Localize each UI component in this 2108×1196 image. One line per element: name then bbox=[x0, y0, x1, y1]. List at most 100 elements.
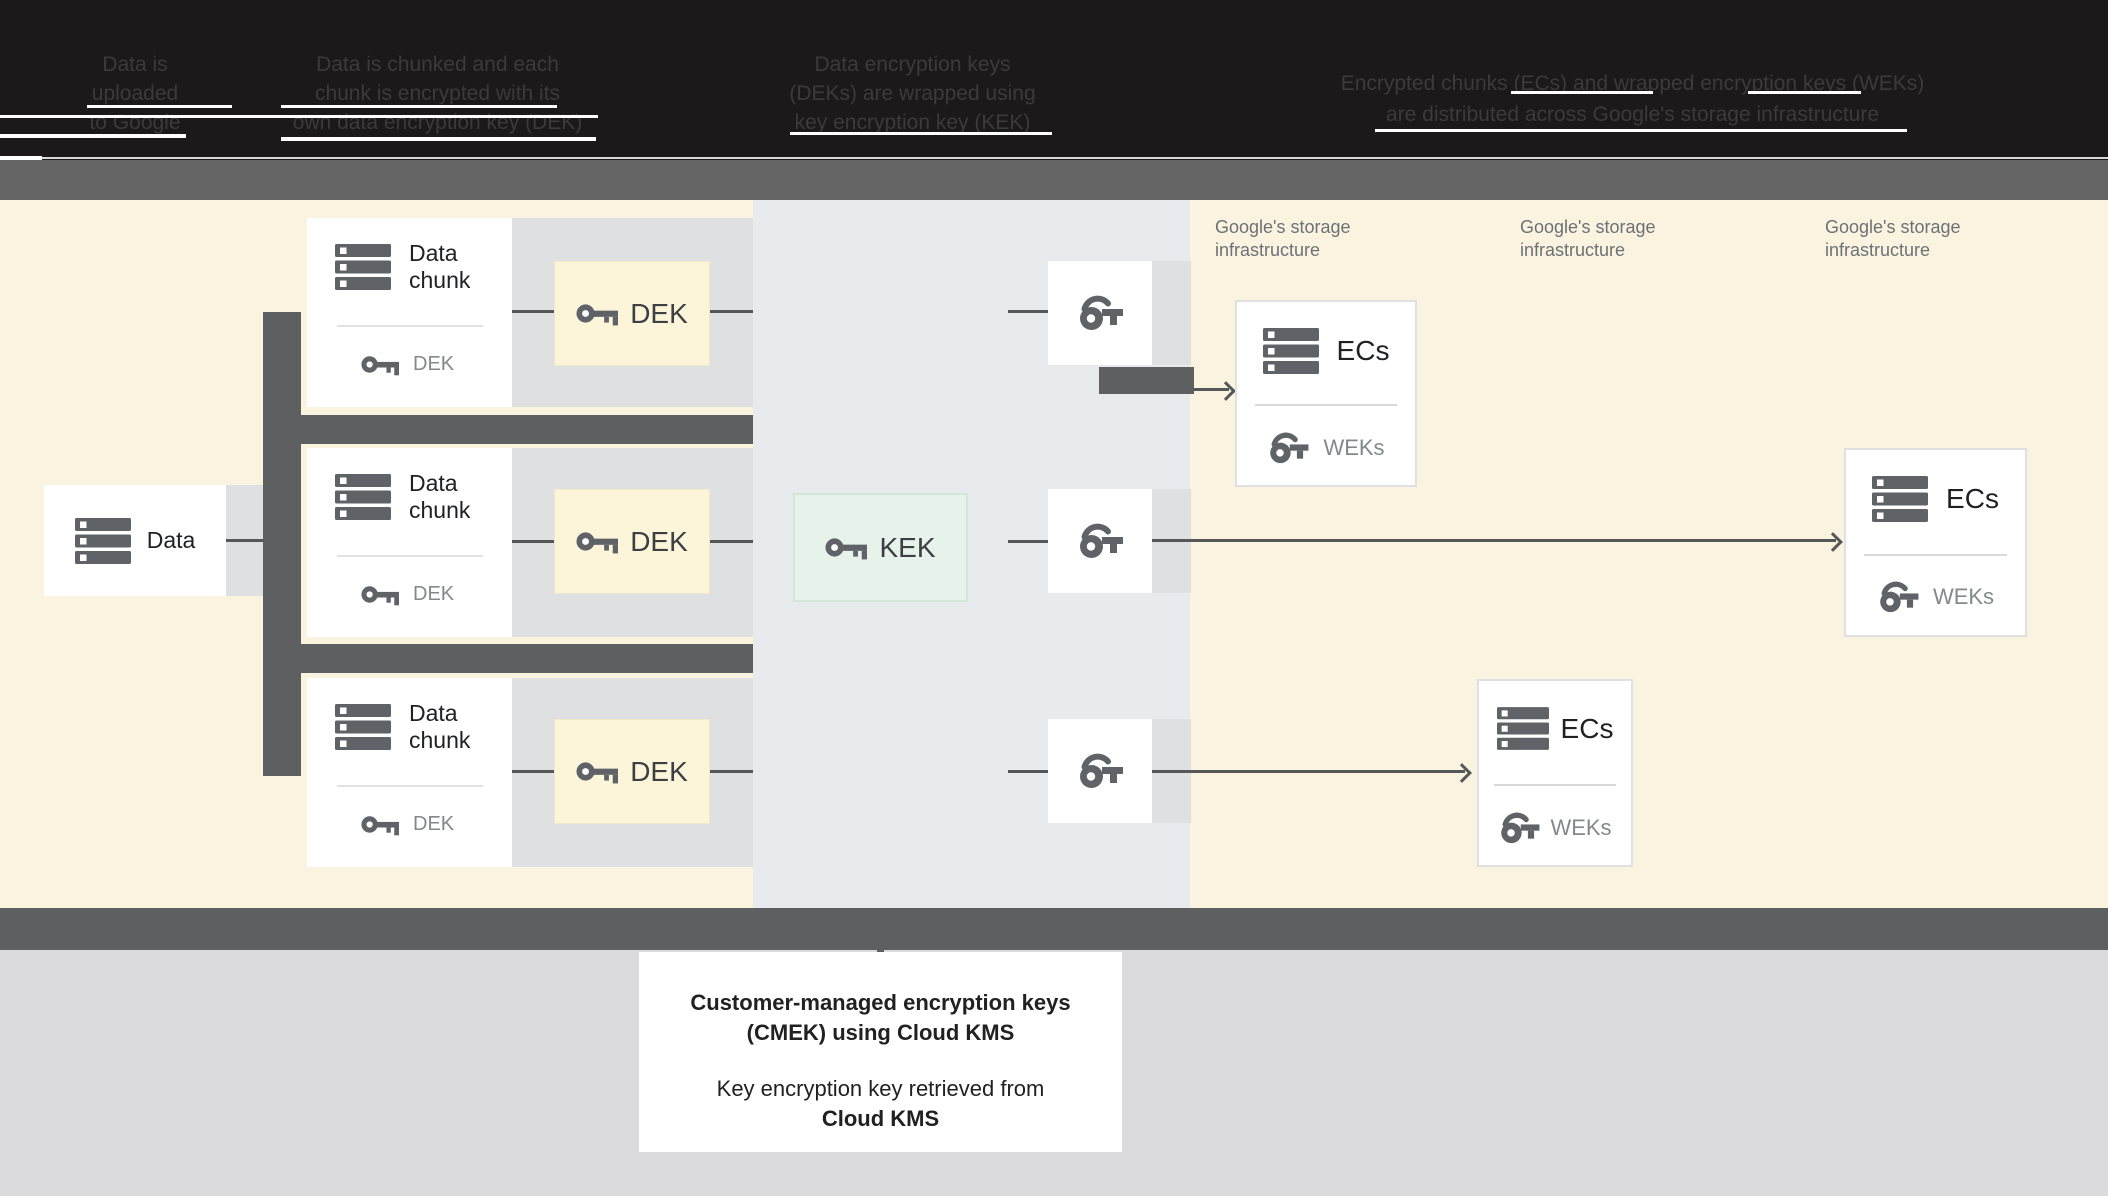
chunk-header: Data chunk bbox=[335, 470, 470, 524]
dek-box-label: DEK bbox=[630, 525, 688, 557]
dek-box-3: DEK bbox=[554, 719, 710, 824]
key-icon bbox=[361, 356, 399, 376]
caption-subtitle-line-1: Key encryption key retrieved from bbox=[716, 1076, 1045, 1101]
chunk-label-line-2: chunk bbox=[409, 267, 471, 293]
chunk-dek-row: DEK bbox=[361, 813, 454, 836]
arrow-to-ecs-3 bbox=[1150, 763, 1472, 783]
chunk-label: Data chunk bbox=[409, 470, 470, 524]
chunk-dek-row: DEK bbox=[361, 353, 454, 376]
ecs-box-2: ECs WEKs bbox=[1844, 448, 2027, 637]
arrow-head-icon bbox=[1823, 532, 1843, 552]
storage-label-line-1: Google's storage bbox=[1825, 217, 1961, 237]
divider bbox=[337, 785, 483, 787]
wrapped-key-icon bbox=[1267, 432, 1309, 464]
dek1-out-line bbox=[710, 310, 753, 313]
step-2-line-2: chunk is encrypted with its bbox=[314, 82, 561, 105]
wrapped-key-icon bbox=[1877, 581, 1919, 613]
storage-label-line-1: Google's storage bbox=[1520, 217, 1656, 237]
arrow-to-ecs-1 bbox=[1194, 381, 1236, 401]
chunk-dek-label: DEK bbox=[413, 813, 455, 835]
ecs-label: ECs bbox=[1560, 712, 1614, 744]
arrow-head-icon bbox=[1452, 763, 1472, 783]
storage-label-line-2: infrastructure bbox=[1825, 240, 1931, 260]
dek2-out-line bbox=[710, 540, 753, 543]
step-3-line-1: Data encryption keys bbox=[814, 53, 1011, 76]
key3-in-line bbox=[1008, 770, 1048, 773]
chunk-label: Data chunk bbox=[409, 240, 470, 294]
glitch-line bbox=[790, 132, 1052, 135]
dek-box-1: DEK bbox=[554, 261, 710, 366]
chunk-label-line-2: chunk bbox=[409, 727, 471, 753]
caption-title-line-2: (CMEK) using Cloud KMS bbox=[746, 1020, 1015, 1045]
wrapped-key-box-3 bbox=[1048, 719, 1152, 823]
step-2-line-1: Data is chunked and each bbox=[316, 53, 559, 76]
step-3-line-2: (DEKs) are wrapped using bbox=[789, 82, 1036, 105]
data-stack-icon bbox=[335, 704, 391, 750]
key-icon bbox=[576, 762, 619, 784]
storage-infrastructure-label-3: Google's storage infrastructure bbox=[1825, 216, 2025, 262]
data-stack-icon bbox=[335, 474, 391, 520]
wrapped-key-icon bbox=[1077, 295, 1123, 331]
arrow-shaft bbox=[1194, 388, 1229, 391]
data-chunk-box-2: Data chunk DEK bbox=[307, 448, 512, 637]
chunk-divider-bar-2 bbox=[263, 644, 753, 673]
ecs-weks-row: WEKs bbox=[1479, 812, 1631, 844]
storage-label-line-2: infrastructure bbox=[1520, 240, 1626, 260]
step-2-text: Data is chunked and each chunk is encryp… bbox=[255, 50, 620, 137]
chunk-divider-bar-1 bbox=[263, 415, 753, 444]
chunk-header: Data chunk bbox=[335, 700, 470, 754]
trunk-connector bbox=[263, 312, 301, 776]
divider bbox=[1863, 553, 2008, 556]
ecs-weks-row: WEKs bbox=[1237, 432, 1415, 464]
gray-strip bbox=[0, 160, 2108, 200]
wrapped-key-1-thick-arrow bbox=[1099, 367, 1194, 394]
chunk-label-line-1: Data bbox=[409, 700, 458, 726]
storage-infrastructure-label-1: Google's storage infrastructure bbox=[1215, 216, 1415, 262]
step-1-line-1: Data is bbox=[102, 53, 168, 76]
step-1-line-2: uploaded bbox=[91, 82, 179, 105]
arrow-shaft bbox=[1150, 770, 1465, 773]
data-stack-icon bbox=[1872, 476, 1929, 522]
header-separator-sliver bbox=[0, 156, 42, 161]
ecs-header: ECs bbox=[1479, 707, 1631, 750]
data-stack-icon bbox=[1262, 328, 1319, 374]
chunk-label-line-1: Data bbox=[409, 240, 458, 266]
ecs-box-1: ECs WEKs bbox=[1235, 300, 1417, 487]
caption-box: Customer-managed encryption keys (CMEK) … bbox=[639, 952, 1122, 1152]
wrapped-key-icon bbox=[1498, 812, 1540, 844]
step-3-text: Data encryption keys (DEKs) are wrapped … bbox=[745, 50, 1080, 137]
step-1-line-3: to Google bbox=[89, 111, 181, 134]
divider bbox=[337, 325, 483, 327]
divider bbox=[1494, 784, 1616, 787]
glitch-line bbox=[87, 105, 232, 108]
storage-label-line-2: infrastructure bbox=[1215, 240, 1321, 260]
storage-label-line-1: Google's storage bbox=[1215, 217, 1351, 237]
key-icon bbox=[825, 538, 868, 560]
dek3-out-line bbox=[710, 770, 753, 773]
data-stack-icon bbox=[335, 244, 391, 290]
data-box: Data bbox=[44, 485, 226, 596]
chunk1-to-dek1-line bbox=[512, 310, 554, 313]
chunk-label: Data chunk bbox=[409, 700, 470, 754]
glitch-line bbox=[1375, 129, 1907, 132]
dek-box-label: DEK bbox=[630, 755, 688, 787]
key-icon bbox=[576, 532, 619, 554]
bottom-dark-band bbox=[0, 908, 2108, 950]
header-band: Data is uploaded to Google Data is chunk… bbox=[0, 0, 2108, 160]
dek-box-2: DEK bbox=[554, 489, 710, 594]
arrow-to-ecs-2 bbox=[1152, 532, 1843, 552]
caption-title-line-1: Customer-managed encryption keys bbox=[690, 990, 1071, 1015]
wrapped-key-box-2 bbox=[1048, 489, 1152, 593]
kek-to-key2-line bbox=[1008, 540, 1048, 543]
dek-box-label: DEK bbox=[630, 297, 688, 329]
glitch-line bbox=[0, 134, 186, 138]
data-chunk-box-3: Data chunk DEK bbox=[307, 678, 512, 867]
step-3-line-3: key encryption key (KEK) bbox=[794, 111, 1031, 134]
chunk-dek-row: DEK bbox=[361, 583, 454, 606]
glitch-line bbox=[0, 115, 598, 118]
ecs-box-3: ECs WEKs bbox=[1477, 679, 1633, 867]
wrapped-key-icon bbox=[1077, 523, 1123, 559]
glitch-line bbox=[1511, 91, 1653, 94]
ecs-label: ECs bbox=[1336, 335, 1390, 366]
